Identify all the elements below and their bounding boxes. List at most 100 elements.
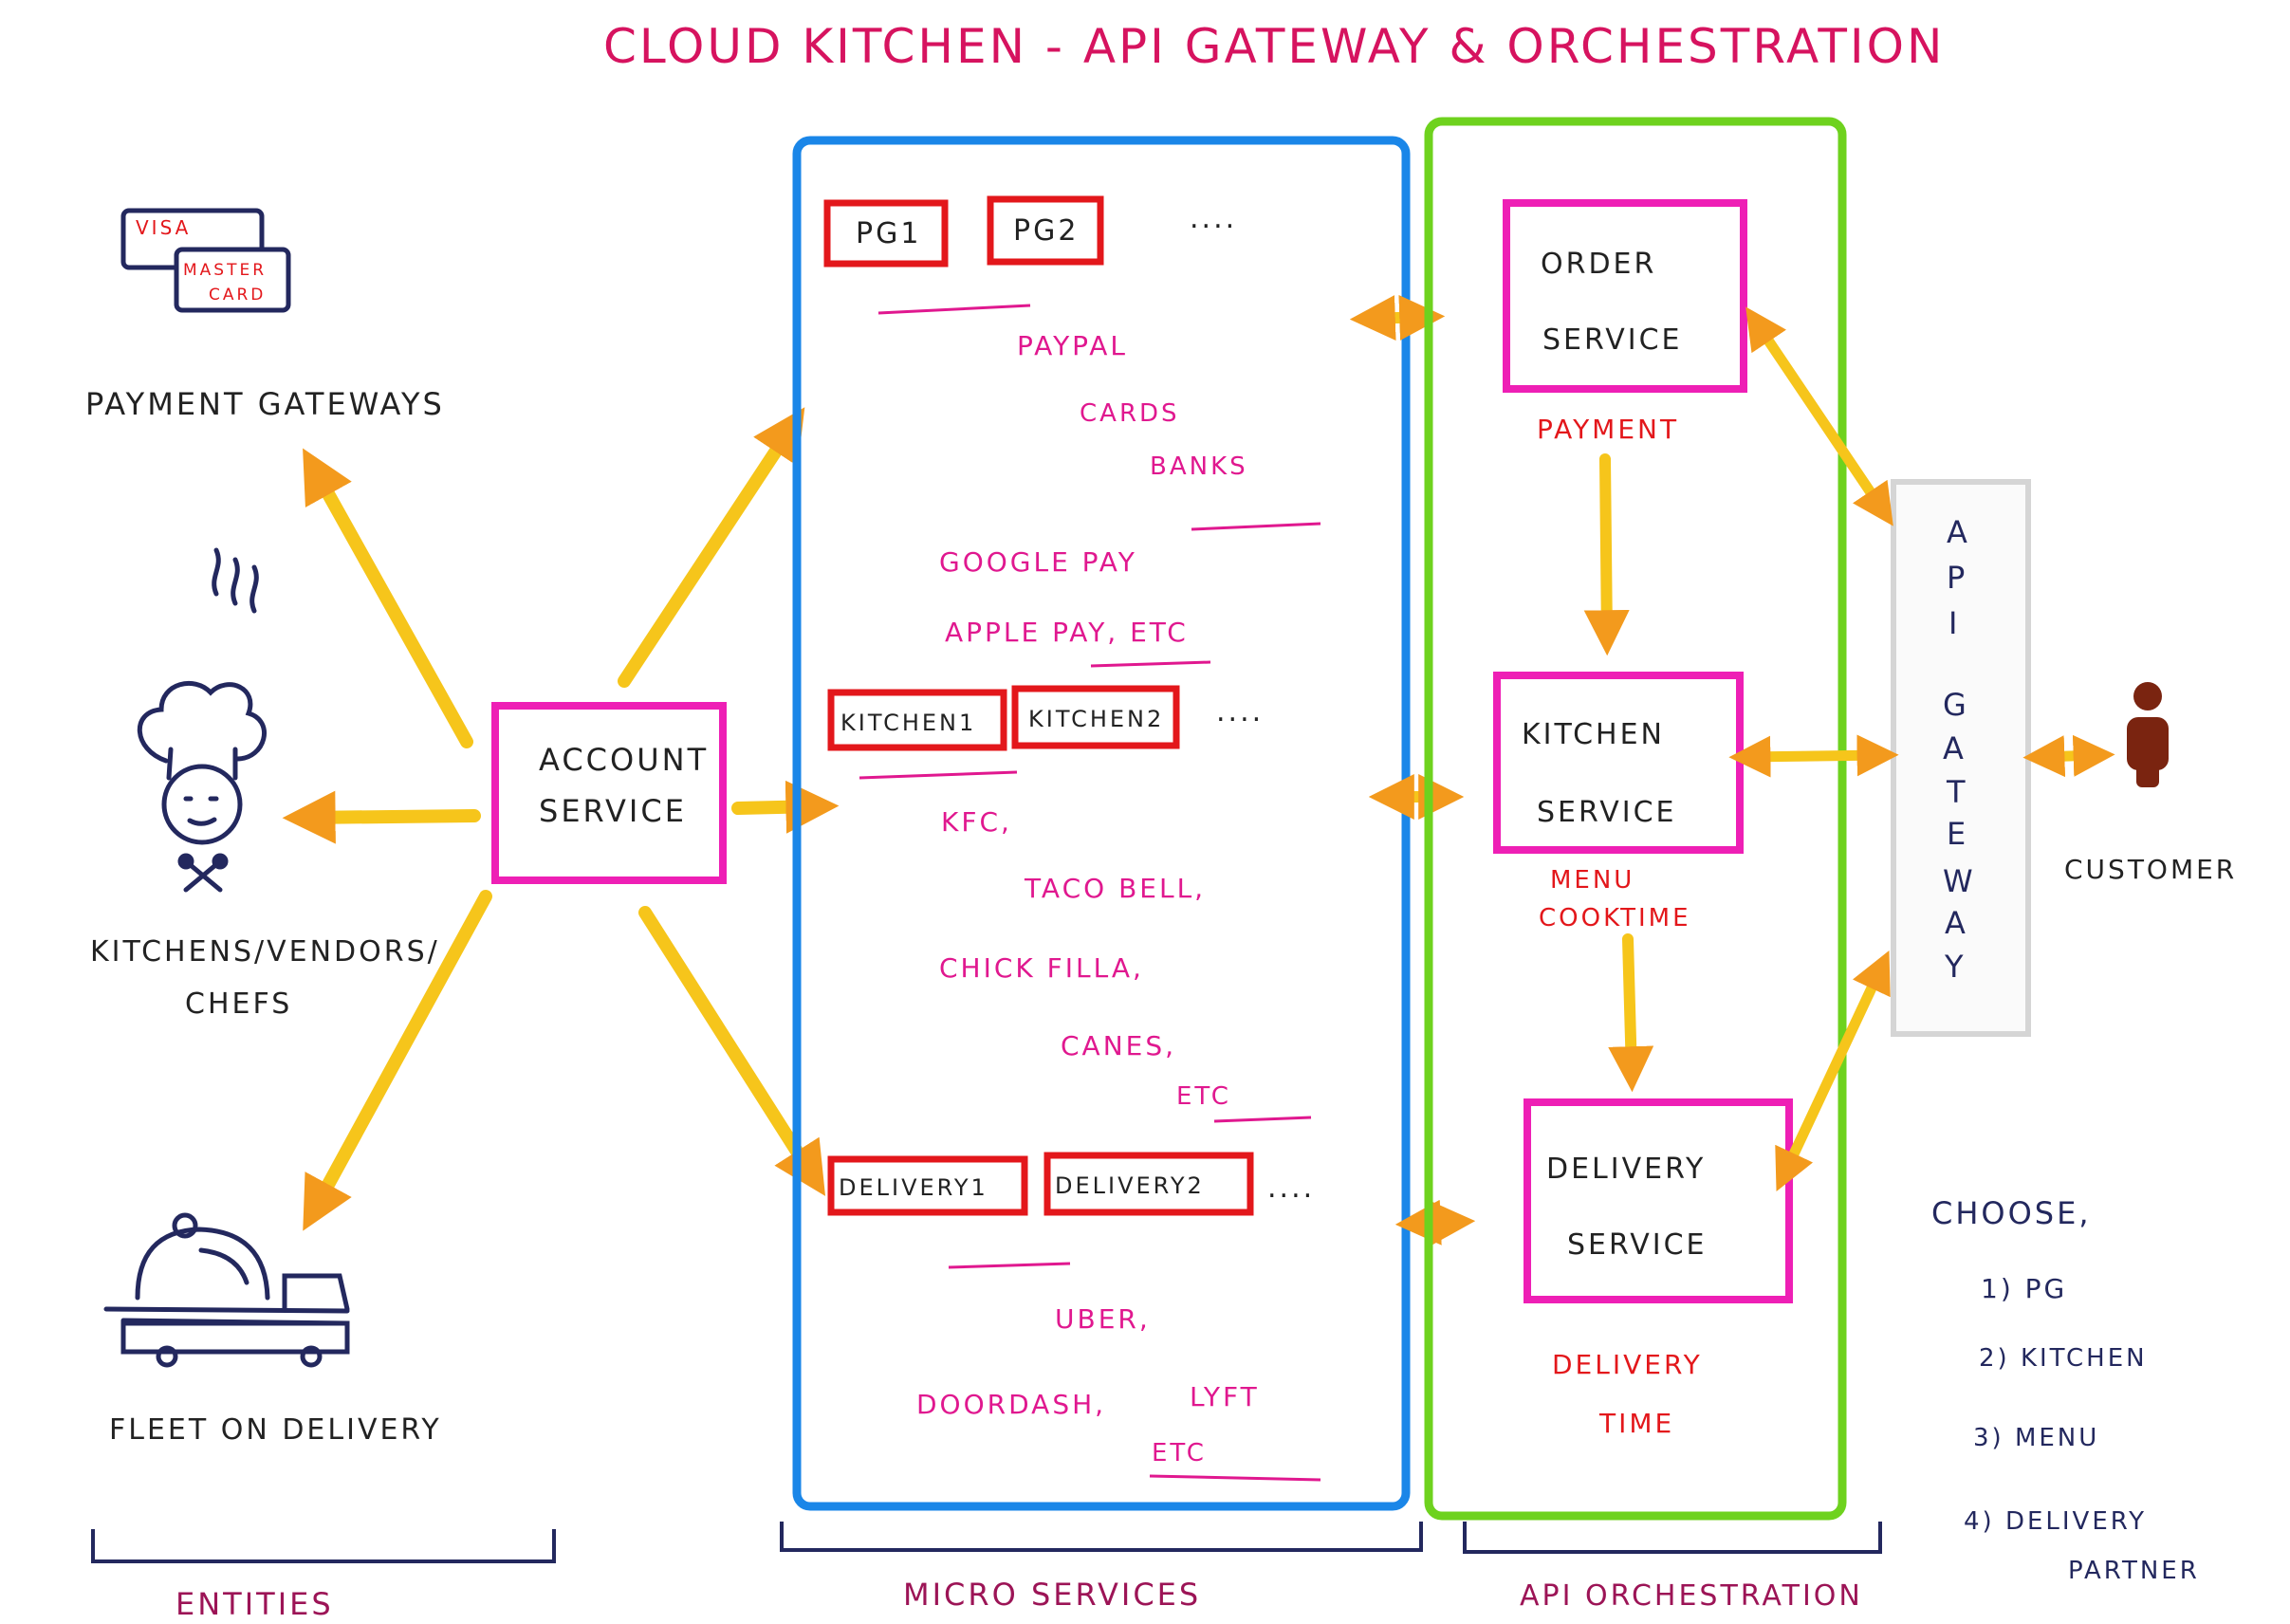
micro-services-label: MICRO SERVICES <box>903 1577 1201 1613</box>
gateway-arrows <box>1728 306 2115 1191</box>
arrow-to-payment-gateways <box>303 448 473 748</box>
pg-divider <box>877 304 1031 315</box>
api-orchestration-panel <box>1424 117 1847 1521</box>
arrow-order-to-kitchen <box>1583 453 1630 656</box>
arrow-gateway-customer <box>2022 734 2115 778</box>
choose-item: 4) DELIVERY <box>1964 1507 2147 1536</box>
api-gateway-letter: A <box>1947 514 1967 550</box>
arrow-to-kitchens <box>282 790 481 844</box>
arrow-gateway-order-service <box>1745 306 1893 526</box>
order-service-label-line1: ORDER <box>1541 248 1656 281</box>
kitchen-service-note-cooktime: COOKTIME <box>1539 904 1691 932</box>
orchestration-flow-arrows <box>1583 453 1654 1093</box>
api-gateway-letter: E <box>1947 816 1966 852</box>
entities-bracket <box>91 1529 556 1563</box>
pg-item-banks: BANKS <box>1150 452 1248 481</box>
pg2-label: PG2 <box>1013 214 1079 248</box>
entities-label: ENTITIES <box>175 1586 334 1622</box>
pg-more-ellipsis: .... <box>1190 202 1237 235</box>
order-service-note: PAYMENT <box>1537 414 1679 445</box>
delivery2-box <box>1043 1152 1254 1216</box>
delivery-item-lyft: LYFT <box>1190 1381 1260 1412</box>
account-service-label-line1: ACCOUNT <box>539 742 709 778</box>
delivery-service-box <box>1524 1098 1793 1303</box>
choose-heading: CHOOSE, <box>1931 1195 2091 1231</box>
api-gateway-letter: I <box>1948 605 1957 641</box>
account-service-label-line2: SERVICE <box>539 793 687 829</box>
arrow-kitchen-to-delivery <box>1608 933 1654 1093</box>
choose-item: PARTNER <box>2068 1557 2200 1585</box>
kitchen-item-chick-filla: CHICK FILLA, <box>939 952 1144 984</box>
kitchen2-label: KITCHEN2 <box>1028 706 1164 732</box>
pg2-box <box>987 195 1104 266</box>
micro-services-bracket <box>780 1522 1423 1552</box>
kitchen2-box <box>1011 685 1180 749</box>
api-orchestration-label: API ORCHESTRATION <box>1520 1579 1863 1613</box>
micro-services-panel <box>792 136 1411 1511</box>
pg-item-cards: CARDS <box>1080 399 1180 428</box>
kitchen-divider <box>859 770 1018 780</box>
customer-icon <box>2127 682 2169 787</box>
api-gateway-letter: T <box>1946 774 1966 810</box>
kitchen-item-canes: CANES, <box>1061 1030 1176 1061</box>
pg-divider-3 <box>1090 660 1211 668</box>
kitchens-label-line2: CHEFS <box>185 987 292 1021</box>
delivery-item-etc: ETC <box>1152 1439 1207 1467</box>
choose-item: 2) KITCHEN <box>1979 1344 2148 1373</box>
kitchen-service-note-menu: MENU <box>1550 866 1634 895</box>
kitchen-item-kfc: KFC, <box>941 806 1012 838</box>
pg-item-google-pay: GOOGLE PAY <box>939 546 1137 578</box>
arrow-gateway-kitchen-service <box>1728 734 1899 778</box>
diagram-title: CLOUD KITCHEN - API GATEWAY & ORCHESTRAT… <box>603 19 1945 74</box>
delivery-item-uber: UBER, <box>1055 1303 1151 1335</box>
delivery-divider-2 <box>1149 1474 1321 1482</box>
pg-divider-2 <box>1191 522 1321 531</box>
account-service-box <box>491 702 727 884</box>
delivery2-label: DELIVERY2 <box>1055 1172 1205 1199</box>
payment-cards-icon: VISA MASTER CARD <box>120 208 291 313</box>
kitchens-label-line1: KITCHENS/VENDORS/ <box>90 935 440 969</box>
choose-item: 1) PG <box>1981 1273 2067 1304</box>
arrow-to-payment-services <box>618 407 805 688</box>
fleet-label: FLEET ON DELIVERY <box>109 1413 442 1447</box>
delivery1-label: DELIVERY1 <box>839 1174 988 1201</box>
kitchen-divider-2 <box>1213 1116 1312 1123</box>
pg-item-paypal: PAYPAL <box>1017 330 1128 361</box>
api-gateway-letter: A <box>1943 730 1964 766</box>
delivery1-box <box>827 1155 1028 1216</box>
customer-label: CUSTOMER <box>2064 854 2237 885</box>
api-gateway-letter: W <box>1943 863 1973 899</box>
delivery-service-note-line1: DELIVERY <box>1552 1349 1703 1380</box>
account-service-arrows <box>282 407 840 1231</box>
arrow-gateway-delivery-service <box>1775 950 1891 1191</box>
api-gateway-letters: A P I G A T E W A Y <box>1943 514 1973 985</box>
delivery-service-label-line1: DELIVERY <box>1546 1153 1706 1186</box>
payment-gateways-label: PAYMENT GATEWAYS <box>85 386 445 422</box>
kitchen-item-etc: ETC <box>1176 1082 1231 1111</box>
delivery-item-doordash: DOORDASH, <box>916 1389 1106 1420</box>
choose-item: 3) MENU <box>1973 1424 2099 1452</box>
pg-item-apple-pay: APPLE PAY, ETC <box>945 617 1189 648</box>
api-gateway-letter: A <box>1945 905 1966 941</box>
kitchen1-label: KITCHEN1 <box>840 710 976 736</box>
api-gateway-box <box>1891 479 2031 1037</box>
panel-connector-arrows <box>1349 294 1476 1246</box>
api-orchestration-bracket <box>1463 1522 1882 1554</box>
order-service-box <box>1503 199 1747 393</box>
pg1-box <box>823 199 949 268</box>
kitchen1-box <box>827 689 1007 751</box>
arrow-ms-orch-bottom <box>1394 1199 1476 1246</box>
delivery-truck-icon <box>103 547 350 1368</box>
api-gateway-letter: Y <box>1944 949 1964 985</box>
arrow-ms-orch-top <box>1349 294 1446 341</box>
delivery-service-label-line2: SERVICE <box>1567 1228 1707 1262</box>
kitchen-service-label-line1: KITCHEN <box>1522 718 1665 751</box>
arrow-to-kitchen-services <box>731 780 840 834</box>
delivery-service-note-line2: TIME <box>1598 1408 1674 1439</box>
kitchen-item-taco-bell: TACO BELL, <box>1024 873 1206 904</box>
mastercard-label-line2: CARD <box>209 286 266 304</box>
delivery-divider <box>948 1262 1071 1269</box>
arrow-to-fleet <box>303 890 492 1231</box>
